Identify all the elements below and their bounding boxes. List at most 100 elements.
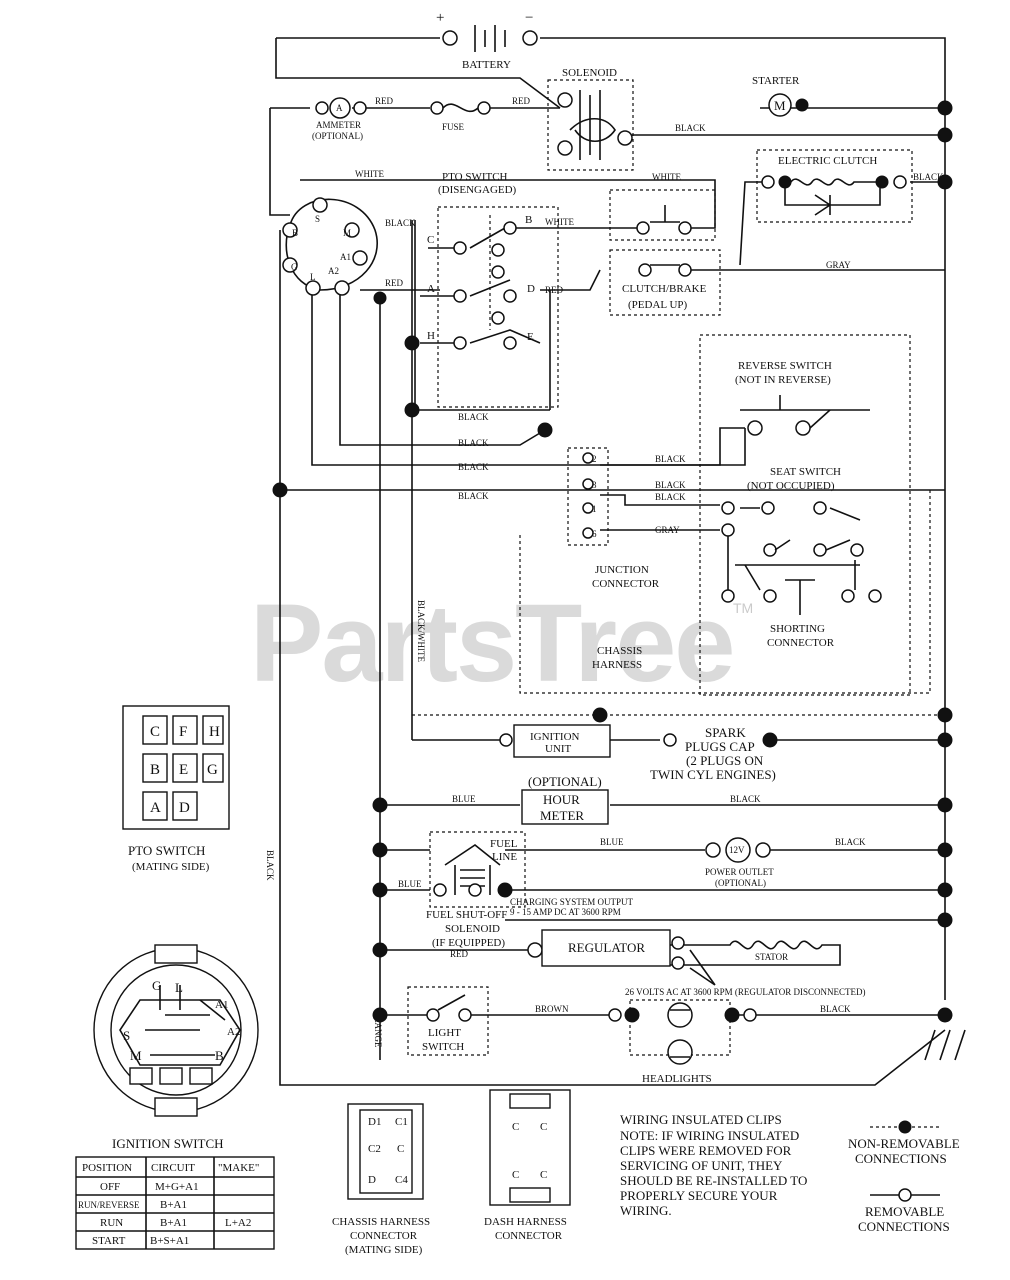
solenoid-label: SOLENOID (562, 67, 617, 79)
fuse-label: FUSE (442, 122, 465, 132)
battery-positive: + (436, 10, 444, 26)
ignition-switch-face: G L A1 S A2 M B IGNITION SWITCH (93, 944, 259, 1151)
fuse: FUSE RED RED BLACK (375, 96, 706, 133)
ignition-switch-label: IGNITION SWITCH (112, 1136, 224, 1151)
not-in-reverse-label: (NOT IN REVERSE) (735, 374, 831, 386)
light-switch: LIGHT SWITCH ORANGE BROWN BLACK BLACK (265, 850, 851, 1056)
wire-brown: BROWN (535, 1004, 569, 1014)
if-equipped-label: (IF EQUIPPED) (432, 937, 505, 949)
reverse-switch-label: REVERSE SWITCH (738, 360, 832, 372)
fuel-shutoff-label: FUEL SHUT-OFF (426, 909, 507, 921)
ign-face-s: S (123, 1028, 130, 1043)
wire-black-12: BLACK (835, 837, 866, 847)
ammeter-a: A (336, 103, 343, 113)
pto-pole-e: E (527, 331, 534, 343)
ign-pin-m: M (343, 228, 351, 238)
table-header-position: POSITION (82, 1162, 132, 1174)
harness-label: HARNESS (592, 659, 642, 671)
legend-removable-2: CONNECTIONS (858, 1219, 950, 1234)
note-line-6: PROPERLY SECURE YOUR (620, 1188, 778, 1203)
chassis-harness-box: SHORTING CONNECTOR CHASSIS HARNESS BLACK… (416, 490, 931, 694)
chassis-harness-connector: D1 C1 C2 C D C4 CHASSIS HARNESS CONNECTO… (332, 1103, 430, 1256)
watermark: PartsTree (250, 582, 735, 705)
reverse-switch: REVERSE SWITCH (NOT IN REVERSE) (699, 334, 911, 696)
wire-black-1: BLACK (675, 123, 706, 133)
chassis-pin-c2: C2 (368, 1143, 381, 1155)
charging-output: CHARGING SYSTEM OUTPUT (510, 897, 634, 907)
chassis-label: CHASSIS (597, 645, 642, 657)
ign-pin-s: S (315, 214, 320, 224)
table-r2-pos: RUN (100, 1217, 123, 1229)
hour-meter: (OPTIONAL) HOUR METER BLUE BLACK (452, 774, 761, 825)
wire-red-4: RED (545, 285, 564, 295)
pto-pole-d: D (527, 283, 535, 295)
wiring-note: WIRING INSULATED CLIPS NOTE: IF WIRING I… (620, 1112, 807, 1218)
pedal-up-label: (PEDAL UP) (628, 299, 688, 311)
dash-harness-label-1: DASH HARNESS (484, 1216, 567, 1228)
pto-term-a: A (150, 800, 161, 816)
pto-switch-label: PTO SWITCH (442, 171, 508, 183)
ign-pin-a1: A1 (340, 252, 351, 262)
pto-mating-label: PTO SWITCH (128, 843, 205, 858)
headlights-label: HEADLIGHTS (642, 1073, 712, 1085)
starter-m: M (774, 98, 786, 113)
power-outlet-label: POWER OUTLET (705, 867, 774, 877)
starter-label: STARTER (752, 75, 800, 87)
junction-pin-6: 6 (592, 529, 597, 539)
wire-black-4: BLACK (655, 454, 686, 464)
two-plugs-label: (2 PLUGS ON (686, 753, 764, 768)
note-line-2: NOTE: IF WIRING INSULATED (620, 1128, 799, 1143)
wire-red-2: RED (375, 96, 394, 106)
wire-black-13: BLACK (820, 1004, 851, 1014)
table-r1-pos: RUN/REVERSE (78, 1200, 140, 1210)
charging-rating: 9 - 15 AMP DC AT 3600 RPM (510, 907, 621, 917)
junction-connector: 2 3 1 6 JUNCTION CONNECTOR BLACK BLACK B… (458, 412, 686, 590)
pto-term-e: E (179, 762, 188, 778)
table-header-circuit: CIRCUIT (151, 1162, 195, 1174)
light-switch-label-1: LIGHT (428, 1027, 461, 1039)
wire-black-white: BLACK/WHITE (416, 600, 426, 662)
table-r1-circuit: B+A1 (160, 1199, 187, 1211)
wire-gray-1: GRAY (826, 260, 851, 270)
meter-label: METER (540, 808, 584, 823)
ignition-unit-label: IGNITION (530, 731, 580, 743)
ign-face-g: G (152, 978, 161, 993)
note-line-1: WIRING INSULATED CLIPS (620, 1112, 782, 1127)
pto-term-g: G (207, 762, 218, 778)
ignition-table: POSITION CIRCUIT "MAKE" OFF M+G+A1 RUN/R… (75, 1156, 275, 1250)
ac-volts-label: 26 VOLTS AC AT 3600 RPM (REGULATOR DISCO… (625, 987, 865, 997)
pto-mating-side: C F H B E G A D PTO SWITCH (MATING SIDE) (122, 705, 230, 873)
pto-term-h: H (209, 724, 220, 740)
legend: NON-REMOVABLE CONNECTIONS REMOVABLE CONN… (848, 1120, 960, 1234)
wire-black-6: BLACK (655, 492, 686, 502)
table-header-make: "MAKE" (218, 1162, 259, 1174)
ign-pin-l: L (310, 272, 316, 282)
ign-face-b: B (215, 1048, 224, 1063)
wire-blue-3: BLUE (398, 879, 422, 889)
wire-red-5: RED (450, 949, 469, 959)
hour-label: HOUR (543, 792, 580, 807)
table-r3-circuit: B+S+A1 (150, 1235, 189, 1247)
solenoid: SOLENOID (547, 67, 634, 171)
wire-blue-1: BLUE (452, 794, 476, 804)
pto-term-d: D (179, 800, 190, 816)
headlights: HEADLIGHTS (608, 999, 757, 1085)
ign-face-m: M (130, 1048, 142, 1063)
connection-dots (272, 100, 953, 1023)
power-outlet: 12V POWER OUTLET (OPTIONAL) (705, 837, 774, 888)
pto-mating-side-label: (MATING SIDE) (132, 861, 210, 873)
junction-pin-1: 1 (592, 504, 597, 514)
ign-pin-b: B (292, 228, 298, 238)
dash-harness-connector: C C C C DASH HARNESS CONNECTOR (484, 1089, 571, 1242)
wire-orange: ORANGE (373, 1010, 383, 1048)
pto-pole-h: H (427, 330, 435, 342)
ign-face-a1: A1 (215, 999, 228, 1011)
legend-nonremovable-2: CONNECTIONS (855, 1151, 947, 1166)
legend-nonremovable-1: NON-REMOVABLE (848, 1136, 960, 1151)
electric-clutch-label: ELECTRIC CLUTCH (778, 155, 877, 167)
dash-pin-3: C (512, 1169, 519, 1181)
wire-black-14: BLACK (265, 850, 275, 881)
chassis-pin-d1: D1 (368, 1116, 381, 1128)
chassis-pin-c4: C4 (395, 1174, 408, 1186)
